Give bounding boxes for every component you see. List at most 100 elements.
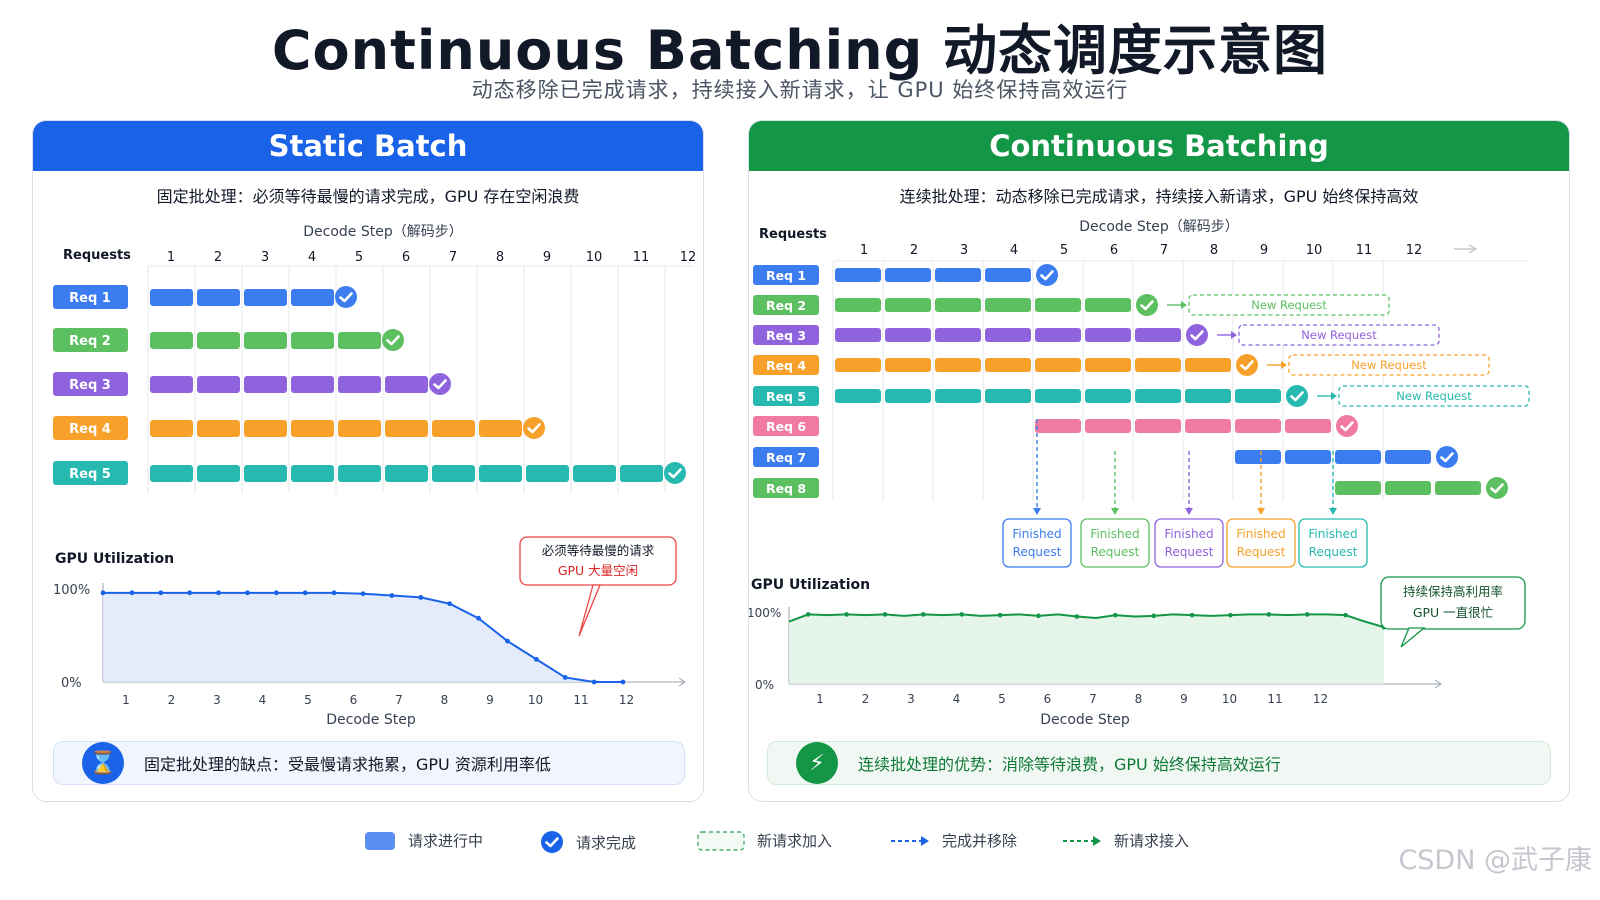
decode-step-block [885, 268, 931, 282]
finished-request-box [1226, 518, 1296, 568]
decode-step-block [1085, 298, 1131, 312]
check-icon [1136, 294, 1158, 316]
gpu-x-tick: 8 [441, 693, 449, 707]
gpu-point [187, 590, 193, 596]
decode-step-block [1185, 358, 1231, 372]
step-tick-label: 4 [308, 250, 316, 265]
decode-step-block [985, 268, 1031, 282]
step-tick-label: 1 [167, 250, 175, 265]
gpu-point [1036, 613, 1041, 619]
legend-completed: 请求完成 [540, 830, 636, 854]
decode-step-block [479, 420, 522, 437]
gpu-point [562, 675, 568, 680]
y-tick-0: 0% [755, 678, 774, 692]
gpu-point [620, 679, 626, 685]
decode-step-block [1135, 389, 1181, 403]
requests-header: Requests [759, 227, 827, 242]
gpu-line [788, 613, 1385, 629]
gpu-point [533, 656, 539, 662]
gpu-point [476, 615, 481, 621]
decode-step-block [885, 298, 931, 312]
gpu-x-tick: 9 [1180, 692, 1188, 706]
gpu-area [103, 592, 623, 682]
new-request-label: New Request [1301, 328, 1377, 342]
step-tick-label: 10 [1306, 243, 1323, 258]
decode-step-block [1285, 450, 1331, 464]
finished-label-2: Request [1237, 545, 1286, 559]
step-tick-label: 6 [1110, 243, 1118, 258]
decode-step-block [432, 465, 475, 482]
gpu-util-title: GPU Utilization [55, 551, 174, 567]
finished-label-2: Request [1165, 545, 1214, 559]
decode-step-block [1185, 419, 1231, 433]
x-axis-arrow [678, 677, 686, 687]
decode-step-block [291, 289, 334, 306]
decode-step-block [1035, 328, 1081, 342]
decode-step-block [291, 376, 334, 393]
check-icon [1286, 385, 1308, 407]
new-request-label: New Request [1396, 389, 1472, 403]
request-label: Req 5 [766, 389, 806, 404]
check-icon [541, 831, 563, 853]
gpu-point [273, 590, 279, 596]
watermark: CSDN @武子康 [1398, 845, 1592, 876]
request-label-box [753, 447, 819, 467]
decode-step-block [1085, 328, 1131, 342]
finished-label-2: Request [1013, 545, 1062, 559]
finished-request-box [1154, 518, 1224, 568]
x-axis-arrow [1434, 679, 1442, 689]
decode-step-block [1085, 419, 1131, 433]
decode-step-block [479, 465, 522, 482]
decode-step-block [1335, 481, 1381, 495]
decode-step-block [338, 376, 381, 393]
decode-step-block [1085, 358, 1131, 372]
gpu-point [100, 590, 106, 596]
gpu-point [158, 590, 164, 596]
request-label-box [753, 386, 819, 406]
callout-line-2: GPU 大量空闲 [558, 563, 638, 578]
gpu-point [1074, 614, 1080, 619]
continuous-panel-description: 连续批处理：动态移除已完成请求，持续接入新请求，GPU 始终保持高效 [899, 187, 1419, 206]
new-request-label: New Request [1351, 358, 1427, 372]
gpu-point [302, 590, 308, 596]
step-tick-label: 7 [449, 250, 457, 265]
step-tick-label: 9 [543, 250, 551, 265]
decode-step-block [1135, 328, 1181, 342]
request-label: Req 2 [69, 334, 111, 349]
decode-step-block [385, 420, 428, 437]
step-tick-label: 3 [960, 243, 968, 258]
gpu-point [129, 590, 135, 596]
request-label: Req 5 [69, 467, 111, 482]
gpu-point [1304, 612, 1310, 617]
request-label-box [53, 372, 128, 396]
new-request-box [1338, 385, 1530, 407]
request-label-box [753, 416, 819, 436]
decode-step-block [197, 376, 240, 393]
request-label-box [53, 328, 128, 352]
continuous-note-text: 连续批处理的优势：消除等待浪费，GPU 始终保持高效运行 [858, 755, 1281, 774]
gpu-x-tick: 2 [862, 692, 870, 706]
step-tick-label: 6 [402, 250, 410, 265]
callout-pointer [1400, 627, 1426, 648]
new-request-arrow-head [1181, 301, 1187, 309]
lightning-icon: ⚡ [796, 742, 838, 784]
callout-line-2: GPU 一直很忙 [1413, 605, 1493, 620]
decode-step-block [985, 389, 1031, 403]
check-icon [1036, 264, 1058, 286]
step-tick-label: 2 [910, 243, 918, 258]
decode-step-block [150, 332, 193, 349]
gpu-point [505, 638, 510, 644]
decode-step-block [291, 420, 334, 437]
request-label: Req 3 [766, 328, 806, 343]
new-request-box [1238, 324, 1440, 346]
remove-arrow-head [1033, 508, 1041, 515]
new-request-arrow-head [1231, 331, 1237, 339]
gpu-x-tick: 7 [395, 693, 403, 707]
request-label: Req 8 [766, 481, 806, 496]
gpu-point [844, 612, 849, 617]
gpu-point [882, 612, 888, 617]
step-tick-label: 11 [1356, 243, 1373, 258]
callout-box [1380, 576, 1526, 630]
